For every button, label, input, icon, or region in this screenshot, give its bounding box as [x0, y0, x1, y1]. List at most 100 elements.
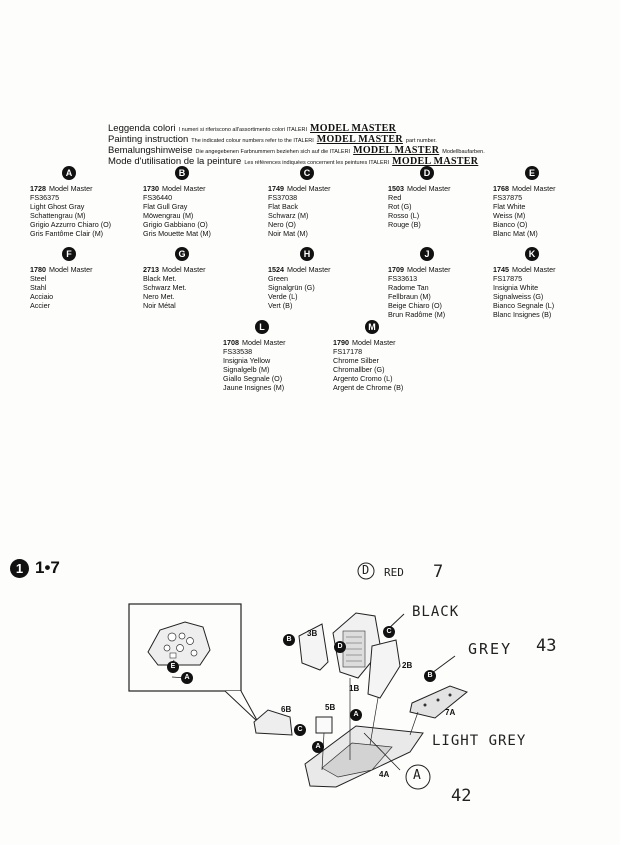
inset-frame: [128, 603, 242, 692]
color-name-line: Steel: [30, 274, 47, 283]
color-brand: Model Master: [242, 338, 286, 347]
color-name-line: Fellbraun (M): [388, 292, 431, 301]
color-name-line: Jaune Insignes (M): [223, 383, 285, 392]
color-code: 1708: [223, 338, 239, 347]
color-name-line: Flat Gull Gray: [143, 202, 188, 211]
legend-suffix: Modellbaufarben.: [442, 149, 485, 155]
color-name-line: Bianco (O): [493, 220, 528, 229]
handwritten-grey-note: GREY: [468, 640, 513, 658]
color-name-line: Light Ghost Gray: [30, 202, 85, 211]
color-name-line: FS33538: [223, 347, 253, 356]
color-letter-badge: K: [525, 247, 539, 261]
color-name-line: Rot (G): [388, 202, 412, 211]
legend-title: Painting instruction: [108, 134, 189, 145]
color-name-line: Beige Chiaro (O): [388, 301, 442, 310]
handwritten-a-circle: [405, 764, 431, 790]
color-code: 1768: [493, 184, 509, 193]
color-name-line: Brun Radôme (M): [388, 310, 446, 319]
legend-note: I numeri si riferiscono all'assortimento…: [178, 127, 308, 133]
color-letter-badge: L: [255, 320, 269, 334]
color-name-line: Rouge (B): [388, 220, 421, 229]
color-name-line: Insignia White: [493, 283, 539, 292]
color-callout: B: [283, 634, 295, 646]
color-callout: A: [181, 672, 193, 684]
part-label: 4A: [379, 770, 390, 779]
color-name-line: Radome Tan: [388, 283, 429, 292]
color-name-line: FS17875: [493, 274, 523, 283]
color-code: 1503: [388, 184, 404, 193]
color-name-line: Schwarz Met.: [143, 283, 187, 292]
color-name-line: Accier: [30, 301, 50, 310]
color-name-line: Blanc Mat (M): [493, 229, 538, 238]
color-name-line: FS36375: [30, 193, 60, 202]
handwritten-a-number: 42: [451, 786, 472, 806]
part-label: 1B: [349, 684, 360, 693]
color-letter-badge: M: [365, 320, 379, 334]
handwritten-light-grey-note: LIGHT GREY: [432, 733, 527, 749]
brand-logo: MODEL MASTER: [353, 145, 440, 156]
color-name-line: Signalgrün (G): [268, 283, 315, 292]
color-callout: C: [383, 626, 395, 638]
color-name-line: FS33613: [388, 274, 418, 283]
color-name-line: Rosso (L): [388, 211, 420, 220]
part-2b-drawing: [367, 639, 401, 699]
color-name-line: Insignia Yellow: [223, 356, 271, 365]
color-name-line: Gris Fantôme Clair (M): [30, 229, 104, 238]
handwritten-d-circle: [357, 562, 375, 580]
legend-note: The indicated colour numbers refer to th…: [191, 138, 314, 144]
color-name-line: FS36440: [143, 193, 173, 202]
color-name-line: Giallo Segnale (O): [223, 374, 283, 383]
color-letter-badge: A: [62, 166, 76, 180]
handwritten-a-letter: A: [413, 768, 421, 783]
color-callout: E: [167, 661, 179, 673]
color-code: 1745: [493, 265, 509, 274]
color-code: 1780: [30, 265, 46, 274]
color-name-line: Chrome Silber: [333, 356, 379, 365]
color-name-line: Grigio Gabbiano (O): [143, 220, 208, 229]
color-brand: Model Master: [407, 184, 451, 193]
color-letter-badge: E: [525, 166, 539, 180]
part-6b-drawing: [253, 709, 293, 736]
color-name-line: Nero (O): [268, 220, 296, 229]
color-code: 1749: [268, 184, 284, 193]
brand-logo: MODEL MASTER: [392, 156, 479, 167]
part-label: 2B: [402, 661, 413, 670]
legend-suffix: part number.: [405, 138, 437, 144]
legend-title: Bemalungshinweise: [108, 145, 193, 156]
color-name-line: Verde (L): [268, 292, 298, 301]
color-callout: C: [294, 724, 306, 736]
color-brand: Model Master: [162, 184, 206, 193]
color-name-line: Weiss (M): [493, 211, 526, 220]
color-letter-badge: D: [420, 166, 434, 180]
color-name-line: Signalgelb (M): [223, 365, 270, 374]
color-name-line: Bianco Segnale (L): [493, 301, 555, 310]
color-name-line: Argent de Chrome (B): [333, 383, 404, 392]
color-name-line: Flat Back: [268, 202, 298, 211]
color-name-line: Nero Met.: [143, 292, 175, 301]
color-code: 2713: [143, 265, 159, 274]
color-letter-badge: F: [62, 247, 76, 261]
color-name-line: Schwarz (M): [268, 211, 309, 220]
handwritten-red-letter: D: [362, 563, 370, 577]
color-name-line: FS37038: [268, 193, 298, 202]
